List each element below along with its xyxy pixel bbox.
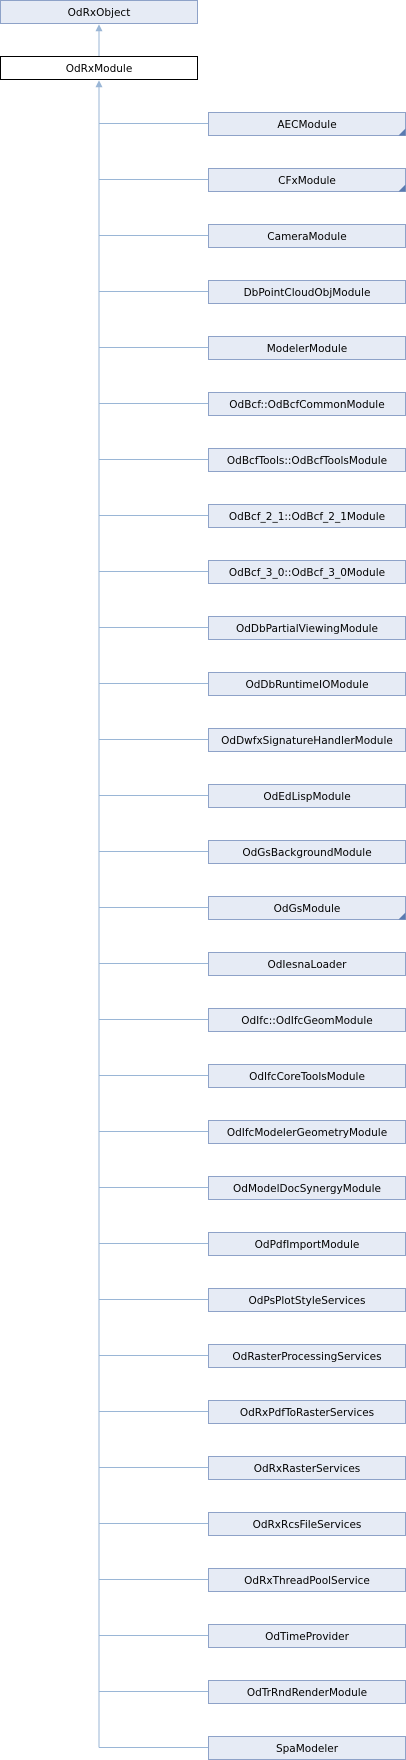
current-class-label: OdRxModule bbox=[66, 63, 133, 75]
derived-class-label: OdEdLispModule bbox=[263, 791, 350, 803]
derived-class-node[interactable]: OdTrRndRenderModule bbox=[208, 1680, 406, 1704]
derived-class-label: OdRxThreadPoolService bbox=[244, 1575, 370, 1587]
derived-class-label: OdDwfxSignatureHandlerModule bbox=[221, 735, 393, 747]
derived-class-node[interactable]: OdGsModule bbox=[208, 896, 406, 920]
derived-class-label: OdIesnaLoader bbox=[267, 959, 347, 971]
derived-class-node[interactable]: AECModule bbox=[208, 112, 406, 136]
derived-class-node[interactable]: ModelerModule bbox=[208, 336, 406, 360]
derived-class-node[interactable]: OdRxRasterServices bbox=[208, 1456, 406, 1480]
derived-class-node[interactable]: OdTimeProvider bbox=[208, 1624, 406, 1648]
derived-class-label: OdTrRndRenderModule bbox=[247, 1687, 367, 1699]
derived-class-node[interactable]: OdModelDocSynergyModule bbox=[208, 1176, 406, 1200]
base-class-label: OdRxObject bbox=[68, 7, 131, 19]
derived-class-node[interactable]: OdBcf_2_1::OdBcf_2_1Module bbox=[208, 504, 406, 528]
derived-class-node[interactable]: OdIesnaLoader bbox=[208, 952, 406, 976]
derived-class-label: AECModule bbox=[277, 119, 336, 131]
derived-class-node[interactable]: OdIfcCoreToolsModule bbox=[208, 1064, 406, 1088]
base-class-node[interactable]: OdRxObject bbox=[0, 0, 198, 24]
derived-class-list: AECModuleCFxModuleCameraModuleDbPointClo… bbox=[208, 112, 406, 1760]
derived-class-node[interactable]: DbPointCloudObjModule bbox=[208, 280, 406, 304]
derived-class-node[interactable]: OdBcfTools::OdBcfToolsModule bbox=[208, 448, 406, 472]
derived-class-label: OdBcf_2_1::OdBcf_2_1Module bbox=[229, 511, 385, 523]
derived-class-label: OdTimeProvider bbox=[265, 1631, 350, 1643]
derived-class-label: OdBcfTools::OdBcfToolsModule bbox=[227, 455, 387, 467]
derived-class-node[interactable]: OdRxPdfToRasterServices bbox=[208, 1400, 406, 1424]
derived-class-node[interactable]: OdRxThreadPoolService bbox=[208, 1568, 406, 1592]
derived-class-node[interactable]: OdDwfxSignatureHandlerModule bbox=[208, 728, 406, 752]
derived-class-node[interactable]: OdRxRcsFileServices bbox=[208, 1512, 406, 1536]
derived-class-label: OdRxRasterServices bbox=[254, 1463, 361, 1475]
inheritance-edges bbox=[95, 24, 208, 1748]
derived-class-label: OdGsBackgroundModule bbox=[242, 847, 371, 859]
derived-class-label: OdBcf::OdBcfCommonModule bbox=[229, 399, 384, 411]
derived-class-label: OdRxPdfToRasterServices bbox=[240, 1407, 374, 1419]
derived-class-node[interactable]: CameraModule bbox=[208, 224, 406, 248]
derived-class-node[interactable]: OdIfc::OdIfcGeomModule bbox=[208, 1008, 406, 1032]
derived-class-label: CameraModule bbox=[267, 231, 346, 243]
derived-class-label: OdPdfImportModule bbox=[255, 1239, 360, 1251]
derived-class-node[interactable]: OdDbRuntimeIOModule bbox=[208, 672, 406, 696]
expand-corner-icon bbox=[398, 912, 406, 920]
derived-class-label: OdIfc::OdIfcGeomModule bbox=[241, 1015, 373, 1027]
current-class-node: OdRxModule bbox=[0, 56, 198, 80]
derived-class-node[interactable]: OdRasterProcessingServices bbox=[208, 1344, 406, 1368]
derived-class-label: OdDbRuntimeIOModule bbox=[245, 679, 368, 691]
expand-corner-icon bbox=[398, 184, 406, 192]
derived-class-node[interactable]: OdBcf_3_0::OdBcf_3_0Module bbox=[208, 560, 406, 584]
derived-class-node[interactable]: OdDbPartialViewingModule bbox=[208, 616, 406, 640]
derived-class-label: OdModelDocSynergyModule bbox=[233, 1183, 381, 1195]
derived-class-node[interactable]: OdGsBackgroundModule bbox=[208, 840, 406, 864]
derived-class-label: OdBcf_3_0::OdBcf_3_0Module bbox=[229, 567, 385, 579]
derived-class-node[interactable]: CFxModule bbox=[208, 168, 406, 192]
derived-class-node[interactable]: OdEdLispModule bbox=[208, 784, 406, 808]
expand-corner-icon bbox=[398, 128, 406, 136]
derived-class-label: OdRxRcsFileServices bbox=[253, 1519, 362, 1531]
derived-class-node[interactable]: OdBcf::OdBcfCommonModule bbox=[208, 392, 406, 416]
derived-class-node[interactable]: OdPsPlotStyleServices bbox=[208, 1288, 406, 1312]
derived-class-label: OdIfcCoreToolsModule bbox=[249, 1071, 365, 1083]
derived-class-label: OdRasterProcessingServices bbox=[232, 1351, 381, 1363]
derived-class-node[interactable]: OdPdfImportModule bbox=[208, 1232, 406, 1256]
derived-class-label: CFxModule bbox=[278, 175, 336, 187]
derived-class-label: ModelerModule bbox=[267, 343, 347, 355]
derived-class-node[interactable]: SpaModeler bbox=[208, 1736, 406, 1760]
derived-class-label: SpaModeler bbox=[276, 1743, 339, 1755]
derived-class-label: OdIfcModelerGeometryModule bbox=[227, 1127, 387, 1139]
derived-class-label: OdDbPartialViewingModule bbox=[236, 623, 378, 635]
derived-class-label: OdPsPlotStyleServices bbox=[249, 1295, 366, 1307]
derived-class-label: OdGsModule bbox=[274, 903, 341, 915]
derived-class-label: DbPointCloudObjModule bbox=[244, 287, 371, 299]
derived-class-node[interactable]: OdIfcModelerGeometryModule bbox=[208, 1120, 406, 1144]
